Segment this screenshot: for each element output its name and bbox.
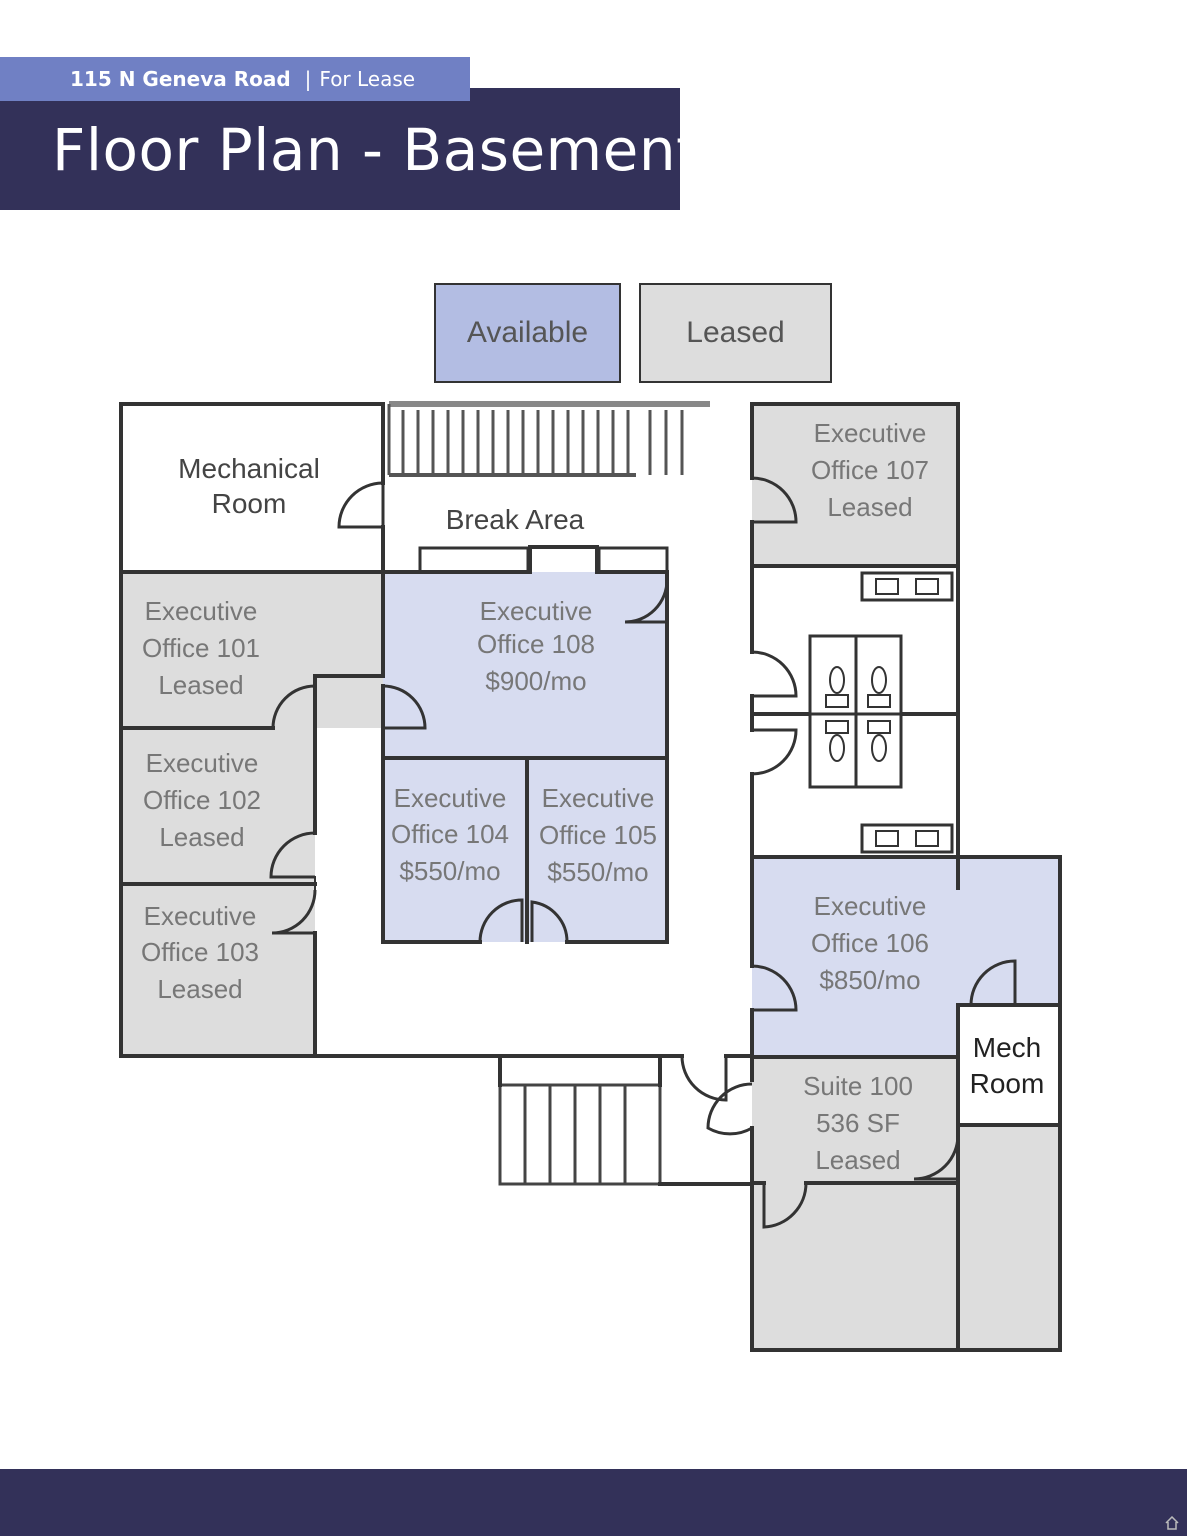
home-icon xyxy=(1165,1516,1179,1530)
office-108-label: Office 108 xyxy=(477,629,595,659)
header-tab: 115 N Geneva Road | For Lease xyxy=(0,57,470,101)
legend-leased: Leased xyxy=(639,283,832,383)
room-labels: Mechanical Room Break Area Executive Off… xyxy=(141,418,1044,1175)
office-103-status: Leased xyxy=(157,974,242,1004)
office-107-status: Leased xyxy=(827,492,912,522)
office-108-label: Executive xyxy=(480,596,593,626)
office-104-fill xyxy=(383,758,527,942)
lease-status: For Lease xyxy=(319,67,416,91)
office-105-price: $550/mo xyxy=(547,857,648,887)
suite-100-status: Leased xyxy=(815,1145,900,1175)
office-103-label: Office 103 xyxy=(141,937,259,967)
office-106-price: $850/mo xyxy=(819,965,920,995)
office-102-status: Leased xyxy=(159,822,244,852)
toilet-icon xyxy=(825,666,891,762)
office-105-label: Office 105 xyxy=(539,820,657,850)
office-108-fill xyxy=(383,572,667,758)
mech-room-label: Room xyxy=(970,1068,1045,1099)
restroom-fixtures xyxy=(808,571,954,854)
mech-room-fill xyxy=(958,1005,1060,1125)
property-address: 115 N Geneva Road xyxy=(70,67,291,91)
office-101-label: Executive xyxy=(145,596,258,626)
suite-100-fill xyxy=(752,1057,958,1350)
title-banner: Floor Plan - Basement xyxy=(0,88,699,210)
mechanical-room-label: Room xyxy=(212,488,287,519)
office-105-label: Executive xyxy=(542,783,655,813)
walls xyxy=(119,402,1062,1352)
office-106-label: Office 106 xyxy=(811,928,929,958)
office-105-fill xyxy=(527,758,667,942)
office-102-label: Executive xyxy=(146,748,259,778)
office-107-fill xyxy=(752,404,958,566)
suite-100-label: Suite 100 xyxy=(803,1071,913,1101)
office-107-label: Executive xyxy=(814,418,927,448)
stairs-bottom xyxy=(498,1083,662,1186)
stairs-top xyxy=(387,401,710,477)
office-102-label: Office 102 xyxy=(143,785,261,815)
office-106-label: Executive xyxy=(814,891,927,921)
office-104-price: $550/mo xyxy=(399,856,500,886)
office-108-price: $900/mo xyxy=(485,666,586,696)
office-103-fill xyxy=(121,884,315,1056)
storage-fill xyxy=(958,1125,1060,1350)
mechanical-room-label: Mechanical xyxy=(178,453,320,484)
office-101-label: Office 101 xyxy=(142,633,260,663)
room-fills xyxy=(121,404,1060,1350)
doors xyxy=(269,476,1017,1229)
break-area-label: Break Area xyxy=(446,504,585,535)
header-separator: | xyxy=(304,67,312,91)
mech-room-label: Mech xyxy=(973,1032,1041,1063)
office-101-status: Leased xyxy=(158,670,243,700)
office-104-label: Office 104 xyxy=(391,819,509,849)
office-104-label: Executive xyxy=(394,783,507,813)
office-101-fill xyxy=(121,572,383,728)
legend-available: Available xyxy=(434,283,621,383)
office-102-fill xyxy=(121,728,315,884)
page-title: Floor Plan - Basement xyxy=(52,116,700,184)
office-107-label: Office 107 xyxy=(811,455,929,485)
office-103-label: Executive xyxy=(144,901,257,931)
footer-bar xyxy=(0,1469,1187,1536)
suite-100-size: 536 SF xyxy=(816,1108,900,1138)
